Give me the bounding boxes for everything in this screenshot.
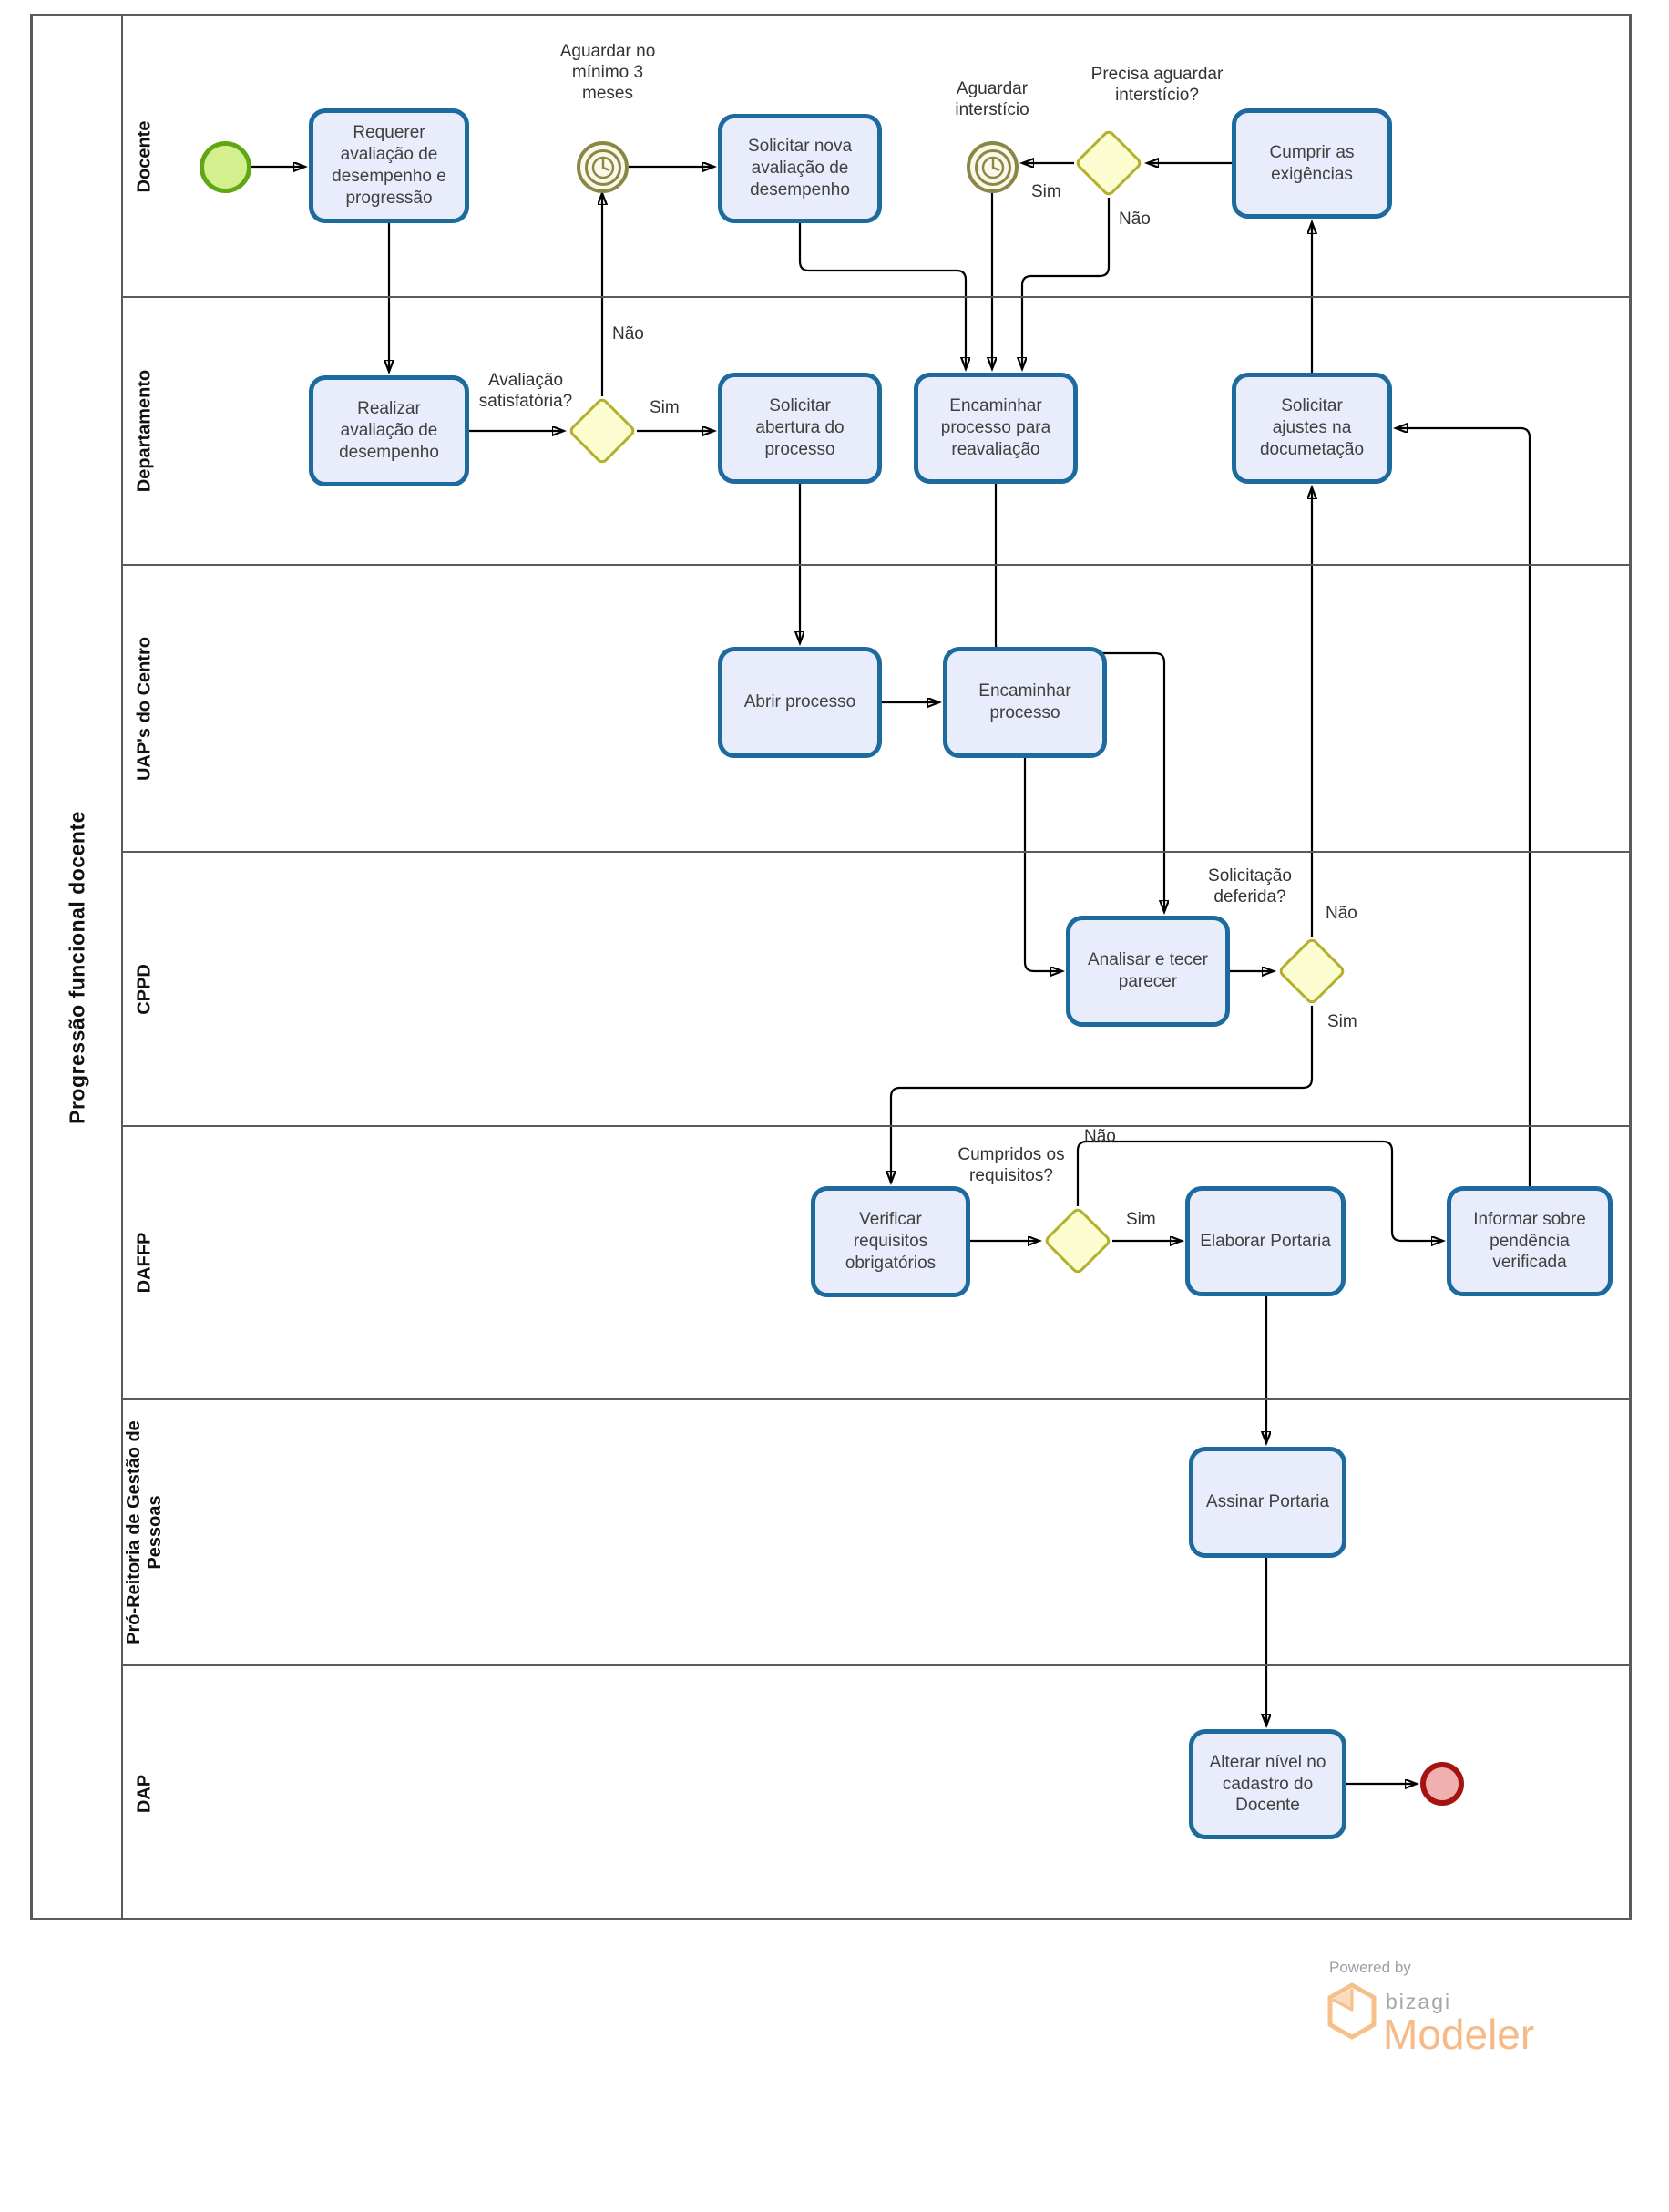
- bizagi-logo-icon: [1326, 1982, 1378, 2045]
- edge-label-g1-sim: Sim: [1031, 182, 1061, 201]
- lane-daffp: DAFFP: [123, 1127, 1629, 1400]
- lane-departamento: Departamento: [123, 298, 1629, 566]
- pool: Progressão funcional docente Docente Dep…: [30, 14, 1632, 1920]
- lanes-container: Docente Departamento UAP's do Centro CPP…: [123, 16, 1629, 1918]
- task-label: Assinar Portaria: [1205, 1492, 1330, 1512]
- start-event[interactable]: [200, 141, 251, 193]
- lane-dap: DAP: [123, 1666, 1629, 1921]
- bizagi-watermark: Powered by bizagi Modeler: [1326, 1959, 1581, 2077]
- lane-cppd: CPPD: [123, 853, 1629, 1127]
- task-realizar-avaliacao[interactable]: Realizar avaliação de desempenho: [309, 375, 469, 486]
- powered-by-text: Powered by: [1329, 1959, 1411, 1976]
- edge-label-g3-nao: Não: [1326, 904, 1357, 923]
- pool-title: Progressão funcional docente: [65, 810, 89, 1124]
- task-verificar-requisitos[interactable]: Verificar requisitos obrigatórios: [811, 1186, 970, 1297]
- task-label: Encaminhar processo para reavaliação: [940, 396, 1051, 459]
- end-event[interactable]: [1420, 1762, 1464, 1806]
- task-label: Abrir processo: [743, 692, 856, 712]
- lane-label-uaps-do-centro: UAP's do Centro: [134, 636, 155, 781]
- task-cumprir-exigencias[interactable]: Cumprir as exigências: [1232, 108, 1392, 219]
- lane-label-docente: Docente: [134, 120, 155, 192]
- edge-label-g2-sim: Sim: [650, 398, 680, 417]
- timer-label-aguardar-minimo: Aguardar no mínimo 3 meses: [559, 42, 656, 104]
- timer-label-aguardar-intersticio: Aguardar interstício: [955, 79, 1029, 120]
- task-solicitar-ajustes[interactable]: Solicitar ajustes na documetação: [1232, 373, 1392, 484]
- edge-label-g3-sim: Sim: [1327, 1012, 1357, 1031]
- timer-event-aguardar-minimo-icon[interactable]: [577, 141, 629, 193]
- modeler-text: Modeler: [1383, 2011, 1535, 2058]
- task-label: Realizar avaliação de desempenho: [339, 399, 439, 462]
- gateway-label-avaliacao-satisfatoria: Avaliação satisfatória?: [478, 371, 573, 412]
- lane-label-cppd: CPPD: [134, 963, 155, 1015]
- edge-label-g1-nao: Não: [1119, 210, 1151, 229]
- task-requerer-avaliacao[interactable]: Requerer avaliação de desempenho e progr…: [309, 108, 469, 223]
- task-label: Verificar requisitos obrigatórios: [845, 1210, 937, 1273]
- pool-title-strip: Progressão funcional docente: [33, 16, 123, 1918]
- edge-label-g4-nao: Não: [1084, 1127, 1116, 1146]
- lane-uaps-do-centro: UAP's do Centro: [123, 566, 1629, 853]
- task-solicitar-nova-avaliacao[interactable]: Solicitar nova avaliação de desempenho: [718, 114, 882, 223]
- timer-clock-icon: [974, 148, 1011, 186]
- task-label: Solicitar abertura do processo: [755, 396, 845, 459]
- task-label: Alterar nível no cadastro do Docente: [1209, 1752, 1326, 1816]
- task-label: Requerer avaliação de desempenho e progr…: [332, 123, 446, 208]
- task-label: Cumprir as exigências: [1269, 142, 1355, 184]
- task-assinar-portaria[interactable]: Assinar Portaria: [1189, 1447, 1346, 1558]
- edge-label-g4-sim: Sim: [1126, 1210, 1156, 1229]
- timer-clock-icon: [584, 148, 621, 186]
- lane-label-dap: DAP: [134, 1774, 155, 1814]
- edge-label-g2-nao: Não: [612, 324, 644, 343]
- task-encaminhar-reavaliacao[interactable]: Encaminhar processo para reavaliação: [914, 373, 1078, 484]
- timer-event-aguardar-intersticio-icon[interactable]: [967, 141, 1019, 193]
- gateway-label-cumpridos-requisitos: Cumpridos os requisitos?: [957, 1145, 1065, 1186]
- task-label: Elaborar Portaria: [1200, 1231, 1331, 1251]
- task-label: Solicitar ajustes na documetação: [1259, 396, 1365, 459]
- task-label: Informar sobre pendência verificada: [1473, 1209, 1586, 1273]
- task-abrir-processo[interactable]: Abrir processo: [718, 647, 882, 758]
- task-label: Encaminhar processo: [978, 681, 1071, 722]
- task-solicitar-abertura[interactable]: Solicitar abertura do processo: [718, 373, 882, 484]
- bizagi-text: bizagi: [1386, 1990, 1452, 2013]
- lane-label-pro-reitoria: Pró-Reitoria de Gestão de Pessoas: [124, 1420, 165, 1644]
- task-alterar-nivel[interactable]: Alterar nível no cadastro do Docente: [1189, 1729, 1346, 1839]
- gateway-label-solicitacao-deferida: Solicitação deferida?: [1208, 866, 1292, 907]
- task-elaborar-portaria[interactable]: Elaborar Portaria: [1185, 1186, 1346, 1296]
- lane-label-departamento: Departamento: [134, 369, 155, 493]
- task-label: Analisar e tecer parecer: [1087, 950, 1208, 991]
- task-encaminhar-processo[interactable]: Encaminhar processo: [943, 647, 1107, 758]
- lane-docente: Docente: [123, 16, 1629, 298]
- gateway-label-precisa-aguardar: Precisa aguardar interstício?: [1090, 65, 1224, 106]
- task-analisar-parecer[interactable]: Analisar e tecer parecer: [1066, 916, 1230, 1027]
- lane-pro-reitoria: Pró-Reitoria de Gestão de Pessoas: [123, 1400, 1629, 1666]
- task-label: Solicitar nova avaliação de desempenho: [747, 137, 853, 200]
- task-informar-pendencia[interactable]: Informar sobre pendência verificada: [1447, 1186, 1613, 1296]
- lane-label-daffp: DAFFP: [134, 1232, 155, 1294]
